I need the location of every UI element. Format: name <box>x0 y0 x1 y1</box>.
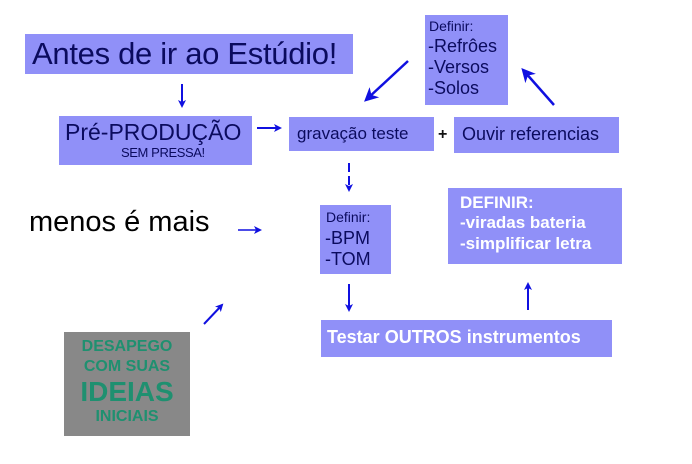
definir-item-refroes: -Refrôes <box>428 36 498 56</box>
definir-arranjo-box: DEFINIR: -viradas bateria -simplificar l… <box>448 188 622 264</box>
desapego-line-3: IDEIAS <box>80 376 174 407</box>
ouvir-referencias-box: Ouvir referencias <box>454 117 619 153</box>
desapego-line-1: DESAPEGO <box>81 338 173 355</box>
definir-bpm-tom-heading: Definir: <box>326 209 371 225</box>
testar-instrumentos-box: Testar OUTROS instrumentos <box>321 320 612 357</box>
definir-item-tom: -TOM <box>325 249 371 269</box>
definir-item-solos: -Solos <box>428 78 480 98</box>
arrow-desapego <box>203 303 224 325</box>
arrow-definir-to-gravacao <box>364 60 409 102</box>
testar-instrumentos-label: Testar OUTROS instrumentos <box>327 327 581 347</box>
desapego-box: DESAPEGO COM SUAS IDEIAS INICIAIS <box>64 332 190 436</box>
plus-sign: + <box>438 126 448 143</box>
title-text: Antes de ir ao Estúdio! <box>32 36 338 71</box>
pre-producao-label: Pré-PRODUÇÃO <box>65 119 242 145</box>
gravacao-teste-label: gravação teste <box>297 124 409 143</box>
definir-item-simplificar: -simplificar letra <box>460 234 592 253</box>
definir-item-viradas: -viradas bateria <box>460 213 586 232</box>
definir-estrutura-heading: Definir: <box>429 18 474 34</box>
definir-bpm-tom-box: Definir: -BPM -TOM <box>320 205 391 274</box>
ouvir-referencias-label: Ouvir referencias <box>462 124 600 144</box>
definir-estrutura-box: Definir: -Refrôes -Versos -Solos <box>425 15 508 105</box>
sem-pressa-label: SEM PRESSA! <box>121 145 205 160</box>
definir-arranjo-heading: DEFINIR: <box>460 193 534 212</box>
pre-producao-box: Pré-PRODUÇÃO SEM PRESSA! <box>59 116 252 165</box>
arrow-ouvir-to-definir <box>521 68 555 106</box>
definir-item-bpm: -BPM <box>325 228 370 248</box>
menos-e-mais-text: menos é mais <box>29 206 210 238</box>
desapego-line-4: INICIAIS <box>95 408 159 425</box>
definir-item-versos: -Versos <box>428 57 490 77</box>
title-box: Antes de ir ao Estúdio! <box>25 34 353 74</box>
gravacao-teste-box: gravação teste <box>289 117 434 151</box>
desapego-line-2: COM SUAS <box>83 358 171 375</box>
